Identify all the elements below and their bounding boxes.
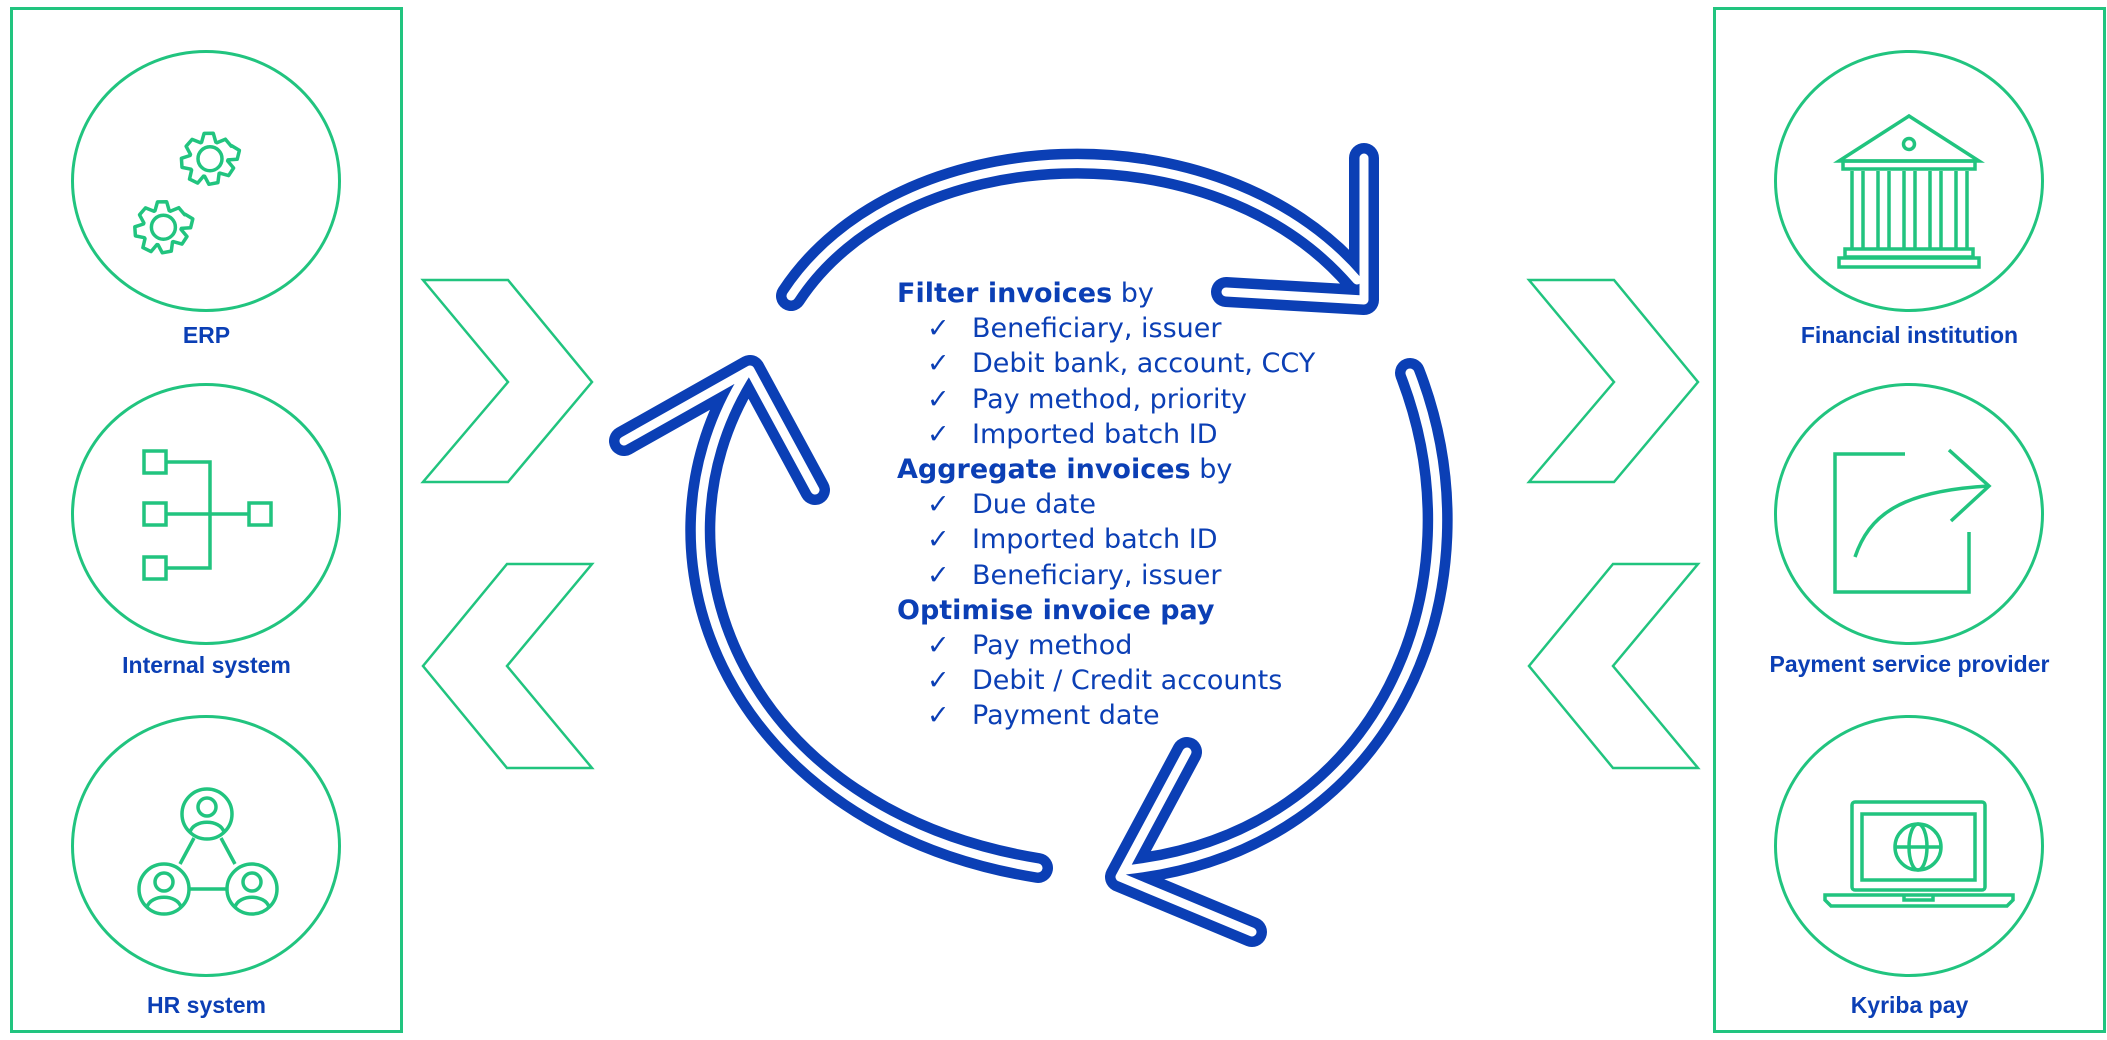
check-icon: ✓ bbox=[927, 665, 950, 697]
financial-institution-circle bbox=[1774, 50, 2044, 312]
export-arrow-icon bbox=[1833, 448, 1992, 594]
step-filter: Filter invoices by ✓Beneficiary, issuer … bbox=[897, 276, 1315, 452]
step-title: Aggregate invoices by bbox=[897, 454, 1233, 486]
cycle-arrow-right bbox=[1105, 358, 1453, 947]
erp-label: ERP bbox=[182, 322, 231, 348]
list-item: ✓Pay method, priority bbox=[897, 382, 1315, 417]
list-item: ✓Pay method bbox=[897, 628, 1315, 663]
cycle-arrow-left bbox=[609, 355, 1053, 883]
list-item: ✓Imported batch ID bbox=[897, 522, 1315, 557]
kyriba-pay-circle bbox=[1774, 715, 2044, 977]
financial-institution-label: Financial institution bbox=[1800, 322, 2019, 348]
hr-system-circle bbox=[71, 715, 341, 977]
destinations-panel: Financial institution Payment service pr… bbox=[1713, 7, 2106, 1033]
list-item: ✓Beneficiary, issuer bbox=[897, 311, 1315, 346]
chevron-left-icon bbox=[421, 562, 595, 770]
people-network-icon bbox=[137, 787, 279, 916]
list-item: ✓Due date bbox=[897, 487, 1315, 522]
check-icon: ✓ bbox=[927, 348, 950, 380]
list-item: ✓Beneficiary, issuer bbox=[897, 558, 1315, 593]
check-icon: ✓ bbox=[927, 418, 950, 450]
check-icon: ✓ bbox=[927, 630, 950, 662]
erp-circle bbox=[71, 50, 341, 312]
check-icon: ✓ bbox=[927, 383, 950, 415]
internal-system-circle bbox=[71, 383, 341, 645]
check-icon: ✓ bbox=[927, 313, 950, 345]
step-optimise: Optimise invoice pay ✓Pay method ✓Debit … bbox=[897, 593, 1315, 734]
kyriba-pay-label: Kyriba pay bbox=[1850, 992, 1969, 1018]
step-title: Filter invoices by bbox=[897, 278, 1154, 309]
process-steps: Filter invoices by ✓Beneficiary, issuer … bbox=[897, 276, 1315, 734]
chevron-right-icon bbox=[1526, 278, 1700, 484]
check-icon: ✓ bbox=[927, 524, 950, 556]
list-item: ✓Debit / Credit accounts bbox=[897, 663, 1315, 698]
payment-service-provider-label: Payment service provider bbox=[1769, 651, 2050, 677]
bank-icon bbox=[1833, 113, 1985, 269]
check-icon: ✓ bbox=[927, 489, 950, 521]
list-item: ✓Imported batch ID bbox=[897, 417, 1315, 452]
list-item: ✓Payment date bbox=[897, 698, 1315, 733]
cycle-arrow-top bbox=[776, 143, 1379, 315]
check-icon: ✓ bbox=[927, 700, 950, 732]
laptop-globe-icon bbox=[1823, 800, 2015, 908]
hierarchy-icon bbox=[142, 449, 273, 581]
payment-service-provider-circle bbox=[1774, 383, 2044, 645]
chevron-left-icon bbox=[1527, 562, 1701, 770]
step-aggregate: Aggregate invoices by ✓Due date ✓Importe… bbox=[897, 452, 1315, 593]
list-item: ✓Debit bank, account, CCY bbox=[897, 346, 1315, 381]
sources-panel: ERP Internal system bbox=[10, 7, 403, 1033]
check-icon: ✓ bbox=[927, 559, 950, 591]
internal-system-label: Internal system bbox=[122, 652, 291, 678]
gears-icon bbox=[133, 131, 242, 255]
chevron-right-icon bbox=[420, 278, 594, 484]
step-title: Optimise invoice pay bbox=[897, 594, 1215, 626]
hr-system-label: HR system bbox=[147, 992, 266, 1018]
